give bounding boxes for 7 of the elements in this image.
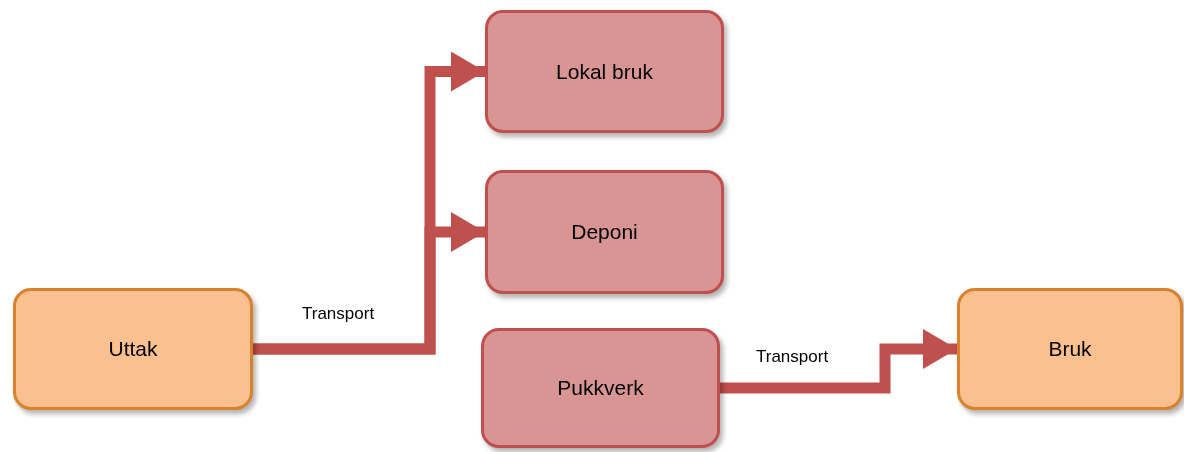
process-box: Lokal bruk <box>485 10 724 133</box>
arrow <box>720 329 957 394</box>
process-box: Bruk <box>957 288 1183 410</box>
arrow <box>253 212 485 355</box>
process-box: Deponi <box>485 170 724 294</box>
process-box: Pukkverk <box>481 328 720 448</box>
process-box: Uttak <box>13 288 253 410</box>
